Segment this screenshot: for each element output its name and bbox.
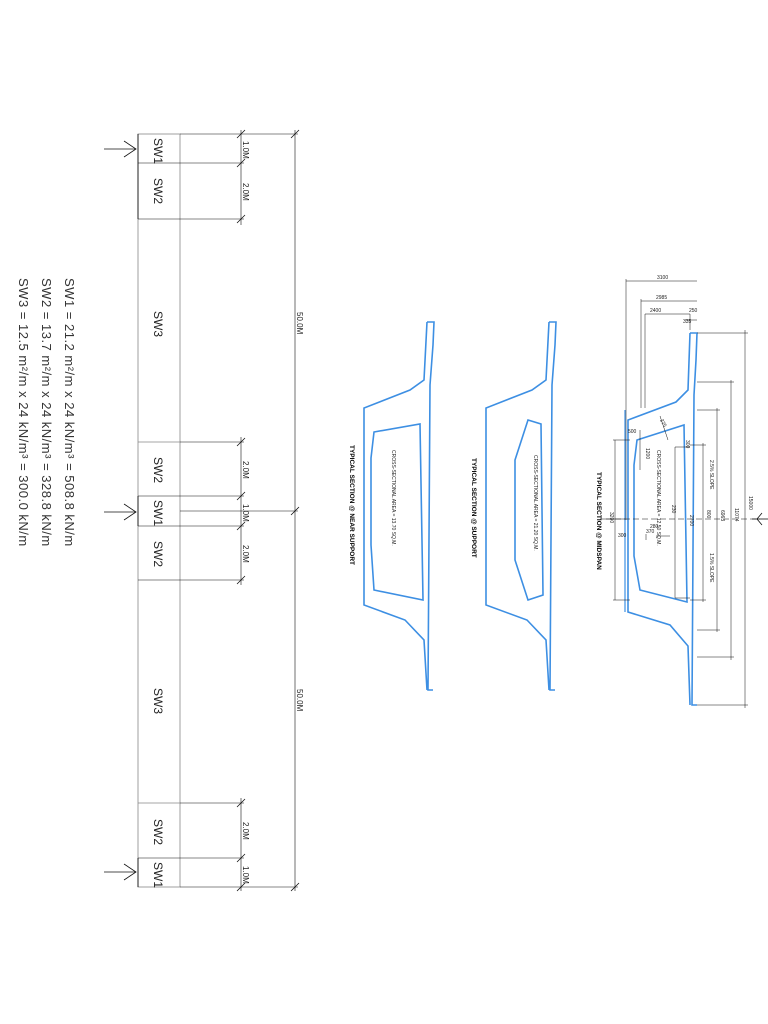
dim-label: 300 xyxy=(618,533,627,539)
dim-label: 2400 xyxy=(650,308,661,314)
dim-label: 500 xyxy=(628,429,637,435)
section-area: CROSS-SECTIONAL AREA = 12.50 SQ.M. xyxy=(655,450,661,546)
dim-label: 2.0M xyxy=(241,461,250,479)
support-arrow-bot xyxy=(104,863,137,881)
section-support: TYPICAL SECTION @ SUPPORT CROSS-SECTIONA… xyxy=(470,321,557,691)
section-outline xyxy=(485,321,557,691)
dim-label: 2.0M xyxy=(241,545,250,563)
dim-label: 3100 xyxy=(657,275,668,281)
formula-sw2: SW2 = 13.7 m²/m x 24 kN/m³ = 328.8 kN/m xyxy=(39,278,54,547)
formula-sw3: SW3 = 12.5 m²/m x 24 kN/m³ = 300.0 kN/m xyxy=(16,278,31,547)
dim-label: 2.0M xyxy=(241,822,250,840)
dim-label: 1.0M xyxy=(241,504,250,522)
segment-label-sw3-bot: SW3 xyxy=(151,688,165,714)
support-arrow-top xyxy=(104,140,137,158)
section-title: TYPICAL SECTION @ MIDSPAN xyxy=(595,472,602,570)
dim-label: 2700 xyxy=(688,515,694,526)
dim-label: 800 xyxy=(705,510,711,519)
dim-label: 50.0M xyxy=(295,689,304,712)
dim-label: 15000 xyxy=(747,496,753,510)
segment-label-sw1-bot: SW1 xyxy=(151,862,165,888)
segment-label-sw1-top: SW1 xyxy=(151,138,165,164)
segment-label-sw2-mid-a: SW2 xyxy=(151,457,165,483)
dim-label: 1200 xyxy=(644,448,650,459)
dim-label: 275 xyxy=(658,418,667,428)
centerline-marker xyxy=(752,512,768,526)
dim-label: 1.0M xyxy=(241,141,250,159)
formula-block: SW1 = 21.2 m²/m x 24 kN/m³ = 508.8 kN/m … xyxy=(16,278,77,547)
section-area: CROSS-SECTIONAL AREA = 13.70 SQ.M. xyxy=(390,450,396,546)
segment-label-sw2-bot: SW2 xyxy=(151,819,165,845)
dim-label: 230 xyxy=(670,505,676,514)
dim-label: 280 xyxy=(650,524,659,530)
dim-label: 370 xyxy=(646,529,655,535)
section-title: TYPICAL SECTION @ NEAR SUPPORT xyxy=(348,445,355,565)
girder-elevation: SW1 SW2 SW3 SW2 SW1 SW2 SW3 SW2 SW1 xyxy=(104,133,181,888)
support-arrow-mid xyxy=(104,503,137,521)
section-outline xyxy=(627,332,698,706)
dim-label: 1.0M xyxy=(241,866,250,884)
dim-label: 250 xyxy=(689,308,698,314)
dim-label: 2985 xyxy=(656,295,667,301)
dim-label: 300 xyxy=(684,440,690,449)
section-midspan: TYPICAL SECTION @ MIDSPAN CROSS-SECTIONA… xyxy=(595,275,768,708)
dim-label: 2.0M xyxy=(241,183,250,201)
section-void xyxy=(633,423,688,604)
section-title: TYPICAL SECTION @ SUPPORT xyxy=(470,458,477,558)
dim-label: 2.5% SLOPE xyxy=(708,460,714,490)
formula-sw1: SW1 = 21.2 m²/m x 24 kN/m³ = 508.8 kN/m xyxy=(62,278,77,547)
section-void xyxy=(514,419,544,602)
section-area: CROSS-SECTIONAL AREA = 21.20 SQ.M. xyxy=(532,455,538,551)
dim-label: 11074 xyxy=(733,508,739,522)
dim-label: 50.0M xyxy=(295,312,304,335)
segment-label-sw2-top: SW2 xyxy=(151,178,165,204)
section-near-support: TYPICAL SECTION @ NEAR SUPPORT CROSS-SEC… xyxy=(348,321,435,691)
dim-label: 3200 xyxy=(608,512,614,523)
dim-label: 1.5% SLOPE xyxy=(708,553,714,583)
segment-label-sw1-mid: SW1 xyxy=(151,500,165,526)
dim-label: 335 xyxy=(683,319,692,325)
elevation-dimensions: 1.0M 2.0M 50.0M 2.0M 1.0M 2.0M 50.0M 2.0… xyxy=(180,129,304,892)
segment-label-sw2-mid-b: SW2 xyxy=(151,541,165,567)
section-outline xyxy=(363,321,435,691)
dim-label: 6963 xyxy=(719,510,725,521)
segment-label-sw3-top: SW3 xyxy=(151,311,165,337)
section-void xyxy=(370,423,424,601)
